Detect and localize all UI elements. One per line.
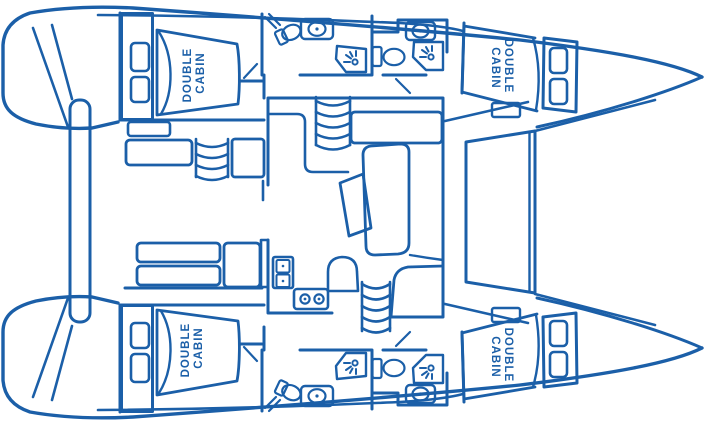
galley-stove: [292, 287, 330, 311]
salon-seat-curved: [326, 255, 360, 293]
foredeck-trampoline: [464, 129, 537, 295]
galley: [259, 238, 330, 311]
cabin-label-starboard-aft: DOUBLE CABIN: [180, 319, 205, 378]
salon-seat-forward: [389, 264, 445, 319]
cockpit-module: [222, 241, 262, 289]
stove-burner: [299, 293, 311, 305]
salon-table: [361, 142, 411, 257]
starboard-hull: [1, 292, 704, 420]
cockpit-steps: [194, 137, 230, 182]
salon-seat-edge: [408, 253, 445, 262]
cockpit-bench: [135, 241, 222, 264]
galley-cabinet: [259, 238, 270, 289]
cockpit-module: [230, 137, 266, 179]
cabin-label-starboard-forward: DOUBLE CABIN: [489, 328, 514, 387]
cockpit-bench: [135, 264, 222, 287]
aft-platform: [68, 98, 92, 324]
stairs-starboard: [360, 280, 392, 334]
oven-door: [275, 259, 291, 274]
stairwell-surround: [267, 112, 350, 174]
cockpit: [123, 120, 266, 290]
stove-burner: [313, 293, 325, 305]
cabin-label-port-forward: DOUBLE CABIN: [489, 39, 514, 98]
cockpit-bench: [124, 138, 194, 167]
salon-stool: [338, 172, 373, 238]
cabin-label-port-aft: DOUBLE CABIN: [182, 44, 207, 103]
cockpit-bench: [126, 120, 172, 138]
oven-door: [275, 273, 291, 288]
stairs-port: [314, 95, 352, 151]
salon-sideboard: [349, 110, 444, 145]
